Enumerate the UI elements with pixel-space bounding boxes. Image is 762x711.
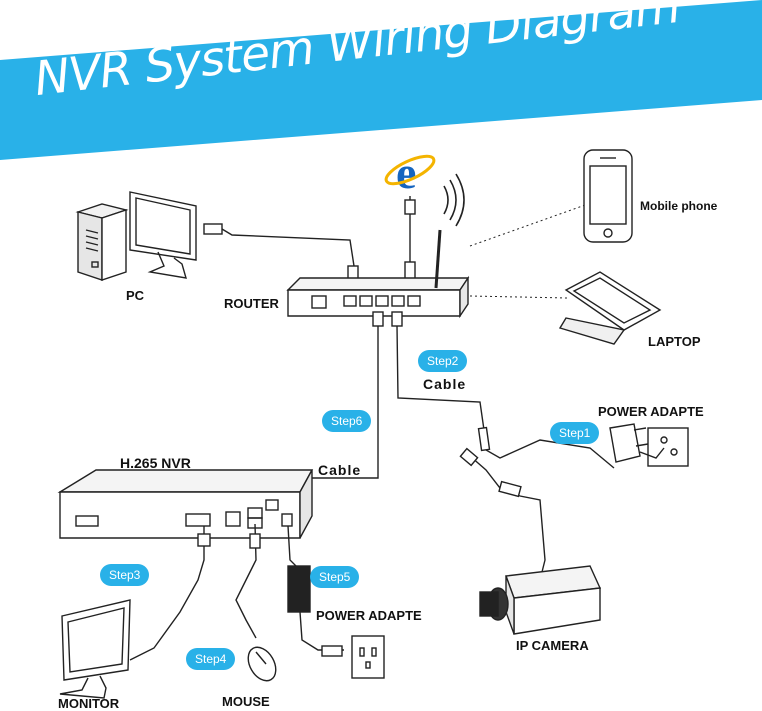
router-camera-cable — [396, 325, 485, 431]
wifi-link-phone — [469, 203, 589, 247]
label-ip-camera: IP CAMERA — [516, 638, 589, 653]
label-monitor: MONITOR — [58, 696, 120, 711]
mouse — [247, 646, 277, 682]
label-mouse: MOUSE — [222, 694, 270, 709]
monitor — [59, 599, 131, 699]
svg-text:e: e — [396, 147, 416, 198]
wifi-signal-icon — [443, 173, 465, 227]
step6-badge: Step6 — [322, 410, 372, 432]
nvr-device — [57, 469, 314, 539]
pc-router-cable — [221, 228, 355, 267]
wifi-link-laptop — [469, 295, 569, 299]
label-power-adapter-top: POWER ADAPTE — [598, 404, 704, 419]
step1-badge: Step1 — [550, 422, 600, 444]
internet-explorer-icon: e — [384, 147, 436, 198]
power-adapter-top — [609, 423, 689, 467]
mobile-phone — [583, 149, 633, 243]
label-pc: PC — [126, 288, 145, 303]
nvr-mouse-cable — [235, 523, 257, 639]
power-adapter-bottom — [287, 565, 385, 679]
label-power-adapter-bottom: POWER ADAPTE — [316, 608, 422, 623]
pc-monitor — [129, 191, 197, 279]
pc-connector — [203, 223, 223, 235]
router-device — [286, 229, 470, 319]
laptop — [558, 271, 662, 345]
label-router: ROUTER — [224, 296, 279, 311]
label-nvr: H.265 NVR — [120, 455, 191, 471]
step2-badge: Step2 — [418, 350, 468, 372]
step5-badge: Step5 — [310, 566, 360, 588]
label-cable-camera: Cable — [423, 376, 467, 392]
ip-camera — [479, 565, 602, 635]
step3-badge: Step3 — [100, 564, 150, 586]
pc-tower — [75, 203, 129, 281]
label-cable-nvr: Cable — [318, 462, 362, 478]
title-banner — [0, 0, 762, 160]
camera-cable — [469, 455, 546, 581]
step4-badge: Step4 — [186, 648, 236, 670]
label-laptop: LAPTOP — [648, 334, 701, 349]
nvr-monitor-cable — [129, 526, 205, 661]
label-mobile-phone: Mobile phone — [640, 199, 718, 213]
